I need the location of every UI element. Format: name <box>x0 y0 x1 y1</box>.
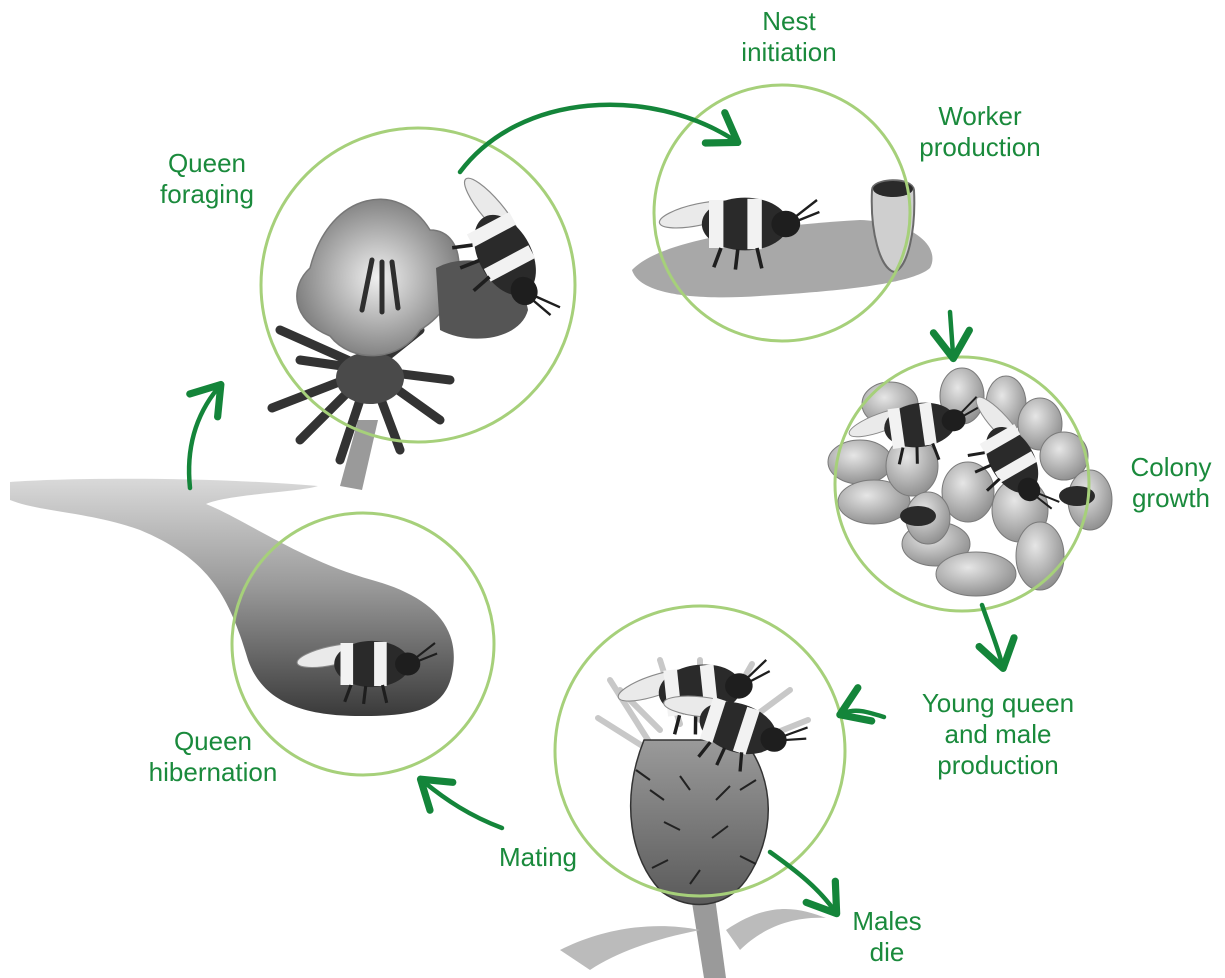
stage-label-colony-growth: Colony growth <box>1120 452 1222 514</box>
stage-label-worker-production: Worker production <box>900 101 1060 163</box>
cycle-arrow-icon <box>189 388 218 488</box>
stage-label-queen-hibernation: Queen hibernation <box>133 726 293 788</box>
cycle-arrow-icon <box>770 852 834 910</box>
stage-label-nest-initiation: Nest initiation <box>729 6 849 68</box>
cycle-arrow-icon <box>950 312 953 354</box>
cycle-arrow-icon <box>460 105 734 172</box>
stage-label-males-die: Males die <box>832 906 942 968</box>
stage-label-queen-foraging: Queen foraging <box>142 148 272 210</box>
cycle-arrow-icon <box>424 782 502 828</box>
cycle-arrow-icon <box>844 711 884 717</box>
stage-label-mating: Mating <box>478 842 598 873</box>
brood-cluster-icon <box>828 368 1112 596</box>
stage-label-young-queen-and-male-production: Young queen and male production <box>905 688 1091 781</box>
cycle-arrow-icon <box>982 605 1002 664</box>
